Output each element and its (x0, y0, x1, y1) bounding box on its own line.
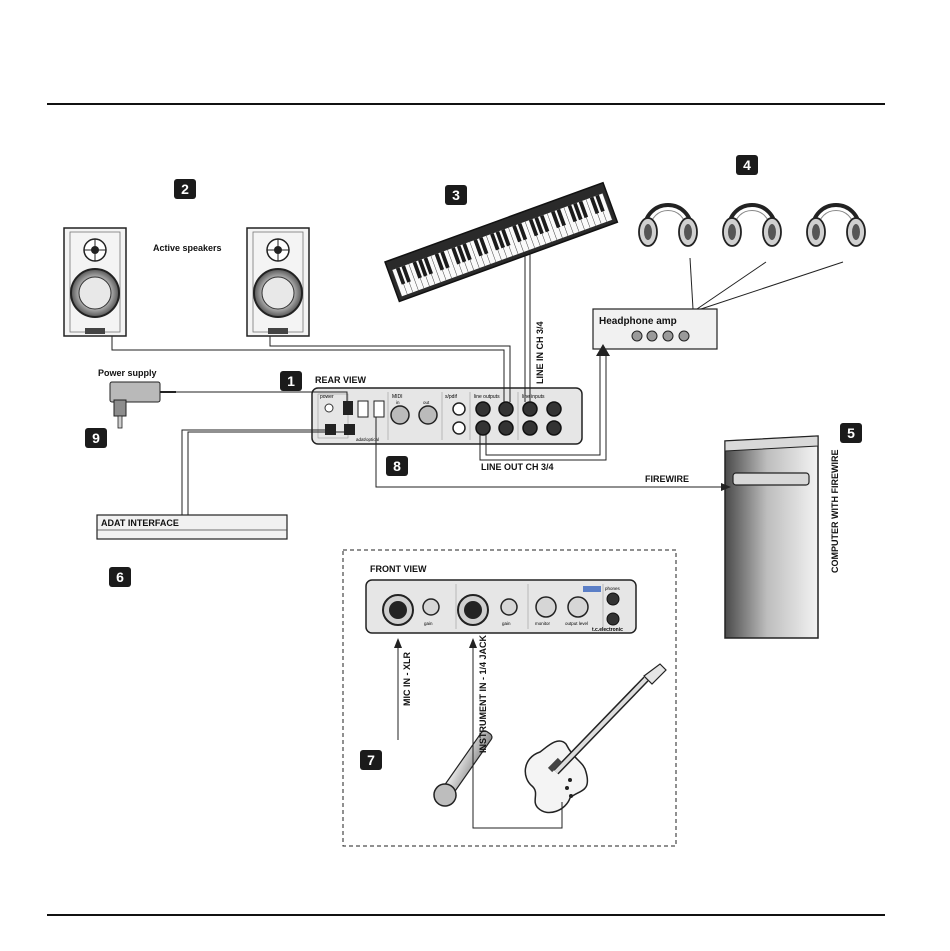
headphones-group (638, 203, 866, 247)
black-key (401, 265, 411, 283)
badge-8: 8 (386, 456, 408, 476)
headphones-icon (806, 203, 866, 247)
front-output-level-label: output level (565, 621, 588, 626)
black-key (501, 229, 511, 247)
speaker-left (63, 227, 127, 337)
black-key (451, 247, 461, 265)
rear-panel-illustration: power MIDI in out s/pdif line outputs li… (311, 387, 583, 445)
black-key (595, 194, 605, 213)
white-key-divider (447, 249, 458, 277)
black-key (473, 239, 483, 257)
rear-line-outputs-label: line outputs (474, 394, 500, 400)
rear-midi-label: MIDI (392, 394, 403, 400)
white-key-divider (486, 235, 497, 263)
badge-2: 2 (174, 179, 196, 199)
computer-tower (724, 435, 819, 639)
black-key (490, 233, 500, 251)
white-key-divider (602, 193, 613, 220)
badge-1: 1 (280, 371, 302, 391)
front-view-frame (342, 549, 677, 847)
black-key (567, 204, 578, 223)
front-panel-illustration: gain gain monitor output level phones t.… (365, 579, 637, 634)
black-key (423, 257, 434, 275)
badge-5: 5 (840, 423, 862, 443)
front-brand-label: t.c.electronic (592, 627, 623, 633)
black-key (556, 208, 566, 227)
line-in-label: LINE IN CH 3/4 (535, 321, 545, 384)
white-key-divider (524, 221, 535, 249)
instrument-arrow (469, 638, 477, 648)
black-key (551, 210, 561, 229)
black-key (418, 259, 428, 277)
headphone-amp-box (592, 308, 718, 350)
badge-3: 3 (445, 185, 467, 205)
front-monitor-label: monitor (535, 621, 551, 626)
rear-optical-label: adat/optical (356, 437, 379, 442)
instrument-in-label: INSTRUMENT IN - 1/4 JACK (478, 634, 488, 753)
front-gain-label-2: gain (502, 621, 511, 626)
microphone-illustration (433, 730, 493, 807)
guitar-illustration (524, 663, 667, 814)
black-key (495, 231, 506, 249)
black-key (395, 267, 406, 285)
power-supply-illustration (109, 381, 176, 429)
front-view-label: FRONT VIEW (370, 564, 427, 574)
black-key (528, 218, 539, 237)
black-key (412, 261, 422, 279)
rear-midi-in-label: in (396, 400, 400, 405)
headphone-amp-label: Headphone amp (599, 316, 677, 327)
white-key-divider (391, 269, 402, 297)
front-gain-label-1: gain (424, 621, 433, 626)
black-key (462, 243, 472, 261)
headphones-icon (638, 203, 698, 247)
cables (111, 252, 844, 829)
white-key-divider (508, 227, 519, 255)
white-key-divider (408, 263, 419, 291)
white-key-divider (585, 199, 596, 226)
white-key-divider (563, 207, 574, 234)
firewire-arrow (721, 483, 731, 491)
black-key (517, 223, 528, 241)
black-key (434, 253, 445, 271)
amp-arrow (596, 344, 610, 356)
mic-in-label: MIC IN - XLR (402, 652, 412, 706)
badge-6: 6 (109, 567, 131, 587)
black-key (440, 251, 450, 269)
white-key-divider (430, 255, 441, 283)
computer-label: COMPUTER WITH FIREWIRE (830, 449, 840, 574)
headphones-icon (722, 203, 782, 247)
white-key-divider (469, 241, 480, 269)
black-key (578, 200, 589, 219)
black-key (539, 214, 550, 233)
black-key (512, 225, 522, 243)
black-key (479, 237, 489, 255)
black-key (534, 216, 544, 235)
rear-view-label: REAR VIEW (315, 375, 367, 385)
power-supply-label: Power supply (98, 368, 157, 378)
keyboard-illustration (384, 181, 619, 303)
front-phones-label: phones (605, 586, 621, 591)
line-out-label: LINE OUT CH 3/4 (481, 462, 554, 472)
black-key (456, 245, 467, 263)
top-rule (47, 103, 885, 105)
rear-midi-out-label: out (423, 400, 430, 405)
adat-interface-box (96, 514, 288, 540)
rear-power-label: power (320, 394, 334, 400)
speaker-right (246, 227, 310, 337)
bottom-rule (47, 914, 885, 916)
adat-interface-label: ADAT INTERFACE (101, 518, 179, 528)
rear-line-inputs-label: line inputs (522, 394, 545, 400)
active-speakers-label: Active speakers (153, 243, 222, 253)
black-key (589, 196, 600, 215)
firewire-label: FIREWIRE (645, 474, 689, 484)
mic-arrow (394, 638, 402, 648)
rear-spdif-label: s/pdif (445, 394, 458, 400)
badge-9: 9 (85, 428, 107, 448)
badge-7: 7 (360, 750, 382, 770)
black-key (573, 202, 583, 221)
white-key-divider (547, 213, 558, 240)
badge-4: 4 (736, 155, 758, 175)
